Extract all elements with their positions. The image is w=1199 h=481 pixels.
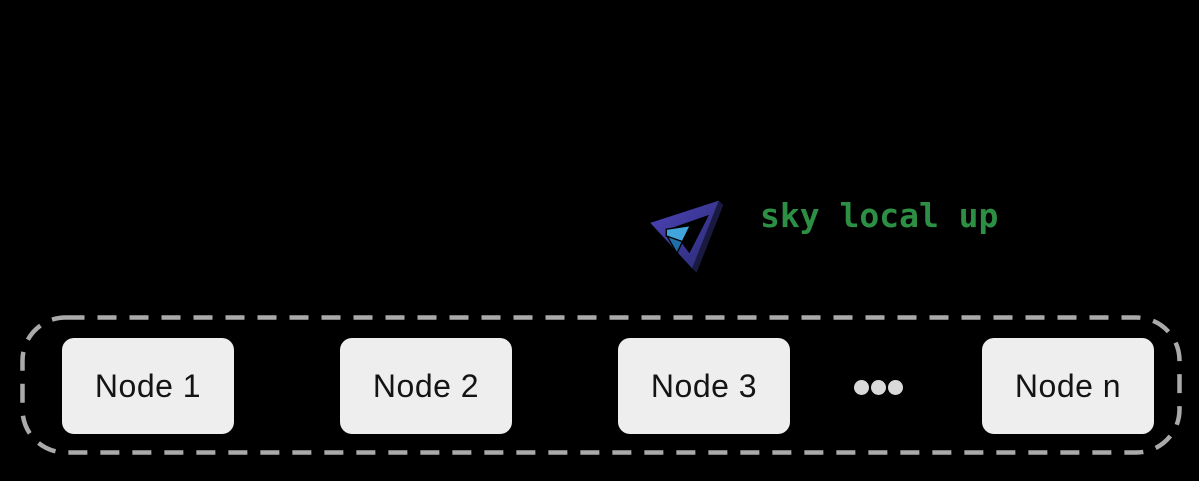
- skypilot-logo-icon: [650, 200, 724, 273]
- node-box-3: Node 3: [618, 338, 790, 434]
- node-box-n: Node n: [982, 338, 1154, 434]
- node-label-n: Node n: [1014, 367, 1122, 404]
- node-label-3: Node 3: [650, 367, 758, 404]
- node-label-1: Node 1: [94, 367, 202, 404]
- command-text: sky local up: [760, 196, 999, 235]
- ellipsis-dot: [888, 380, 903, 395]
- cluster-boundary: [20, 315, 1182, 455]
- node-box-1: Node 1: [62, 338, 234, 434]
- ellipsis-dot: [871, 380, 886, 395]
- ellipsis-dot: [854, 380, 869, 395]
- node-label-2: Node 2: [372, 367, 480, 404]
- node-box-2: Node 2: [340, 338, 512, 434]
- ellipsis-dots: [854, 380, 903, 395]
